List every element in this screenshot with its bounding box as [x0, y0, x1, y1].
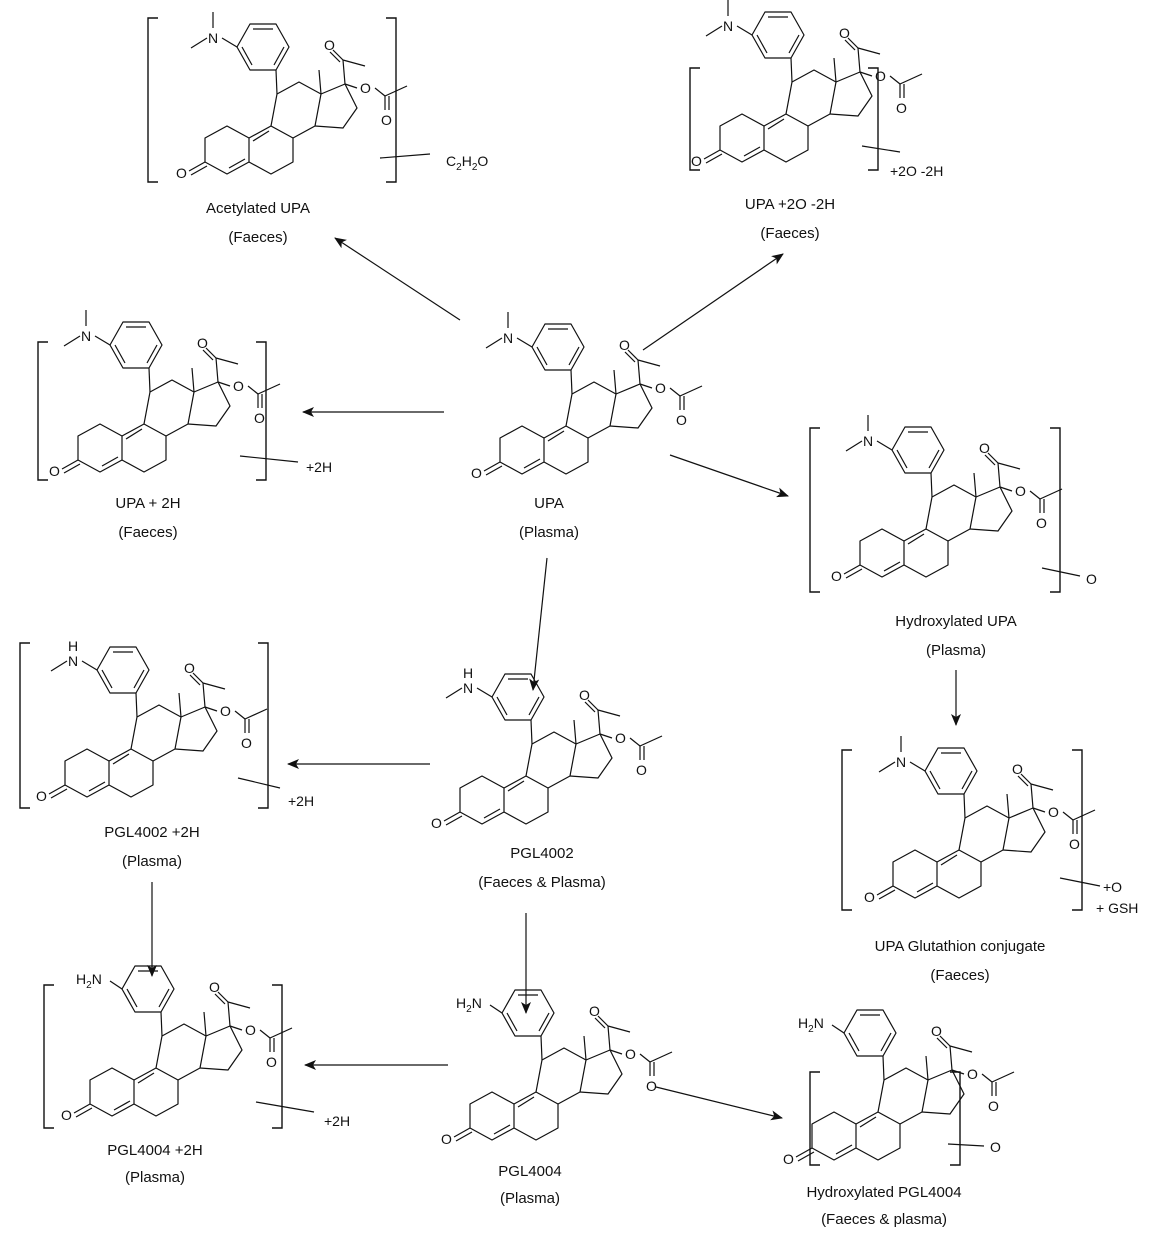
structure-hydroxylated-upa: O	[809, 414, 1097, 593]
structure-acetylated-upa: C2H2O	[147, 11, 488, 183]
matrix-upa-gsh: (Faeces)	[930, 967, 989, 984]
matrix-upa-2h: (Faeces)	[118, 524, 177, 541]
modifier-pgl4004-2h: +2H	[324, 1113, 350, 1129]
label-upa-2o-2h: UPA +2O -2H	[745, 196, 835, 213]
modifier-upa-2h: +2H	[306, 459, 332, 475]
arrow-upa-to-pgl4002	[529, 557, 548, 691]
modifier-upa-gsh: +O	[1103, 879, 1122, 895]
label-pgl4002-2h: PGL4002 +2H	[104, 824, 200, 841]
label-upa-2h: UPA + 2H	[115, 495, 180, 512]
matrix-upa: (Plasma)	[519, 524, 579, 541]
arrow-pgl4004-to-hydroxylated-pgl4004	[655, 1086, 783, 1121]
arrow-upa-to-acetylated-upa	[334, 237, 461, 321]
modifier-upa-2o-2h: +2O -2H	[890, 163, 943, 179]
modifier2-upa-gsh: + GSH	[1096, 900, 1138, 916]
structure-upa-gsh: +O + GSH	[841, 735, 1138, 916]
structure-upa	[470, 311, 703, 482]
label-pgl4004: PGL4004	[498, 1163, 561, 1180]
matrix-hydroxylated-upa: (Plasma)	[926, 642, 986, 659]
structure-pgl4004-2h: +2H	[43, 965, 350, 1129]
label-hydroxylated-pgl4004: Hydroxylated PGL4004	[806, 1184, 961, 1201]
matrix-upa-2o-2h: (Faeces)	[760, 225, 819, 242]
matrix-hydroxylated-pgl4004: (Faeces & plasma)	[821, 1211, 947, 1228]
label-hydroxylated-upa: Hydroxylated UPA	[895, 613, 1016, 630]
label-pgl4004-2h: PGL4004 +2H	[107, 1142, 203, 1159]
structure-pgl4002-2h: +2H	[19, 637, 314, 809]
structure-upa-2h: +2H	[37, 309, 332, 481]
matrix-pgl4002-2h: (Plasma)	[122, 853, 182, 870]
matrix-pgl4004-2h: (Plasma)	[125, 1169, 185, 1186]
arrow-upa-to-upa-2o-2h	[642, 253, 784, 351]
structure-pgl4004	[440, 989, 673, 1148]
matrix-pgl4004: (Plasma)	[500, 1190, 560, 1207]
label-upa-gsh: UPA Glutathion conjugate	[875, 938, 1046, 955]
matrix-acetylated-upa: (Faeces)	[228, 229, 287, 246]
label-upa: UPA	[534, 495, 564, 512]
modifier-hydroxylated-upa: O	[1086, 571, 1097, 587]
label-pgl4002: PGL4002	[510, 845, 573, 862]
pathway-arrows	[147, 237, 961, 1121]
structure-upa-2o-2h: +2O -2H	[689, 0, 943, 179]
arrow-upa-to-hydroxylated-upa	[669, 454, 789, 498]
structure-hydroxylated-pgl4004: O	[782, 1009, 1015, 1168]
label-acetylated-upa: Acetylated UPA	[206, 200, 310, 217]
modifier-hydroxylated-pgl4004: O	[990, 1139, 1001, 1155]
modifier-acetylated-upa: C2H2O	[446, 153, 488, 173]
structure-pgl4002	[430, 664, 663, 832]
matrix-pgl4002: (Faeces & Plasma)	[478, 874, 606, 891]
modifier-pgl4002-2h: +2H	[288, 793, 314, 809]
